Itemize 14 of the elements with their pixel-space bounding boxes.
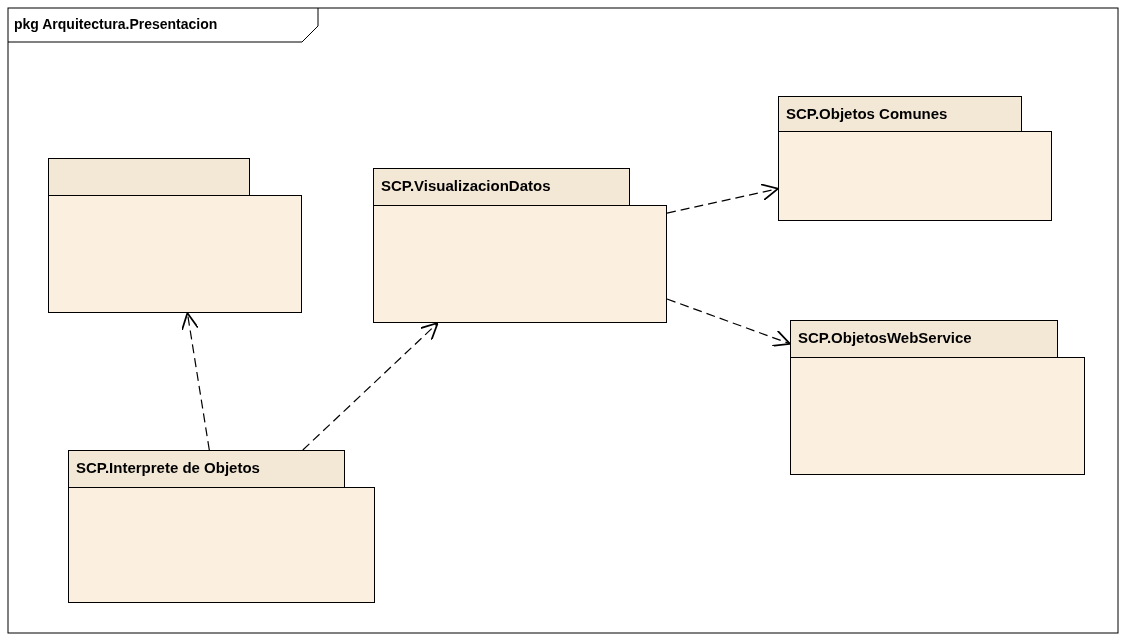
package-folder: [778, 96, 1052, 221]
package-folder: [68, 450, 375, 603]
frame-title: pkg Arquitectura.Presentacion: [14, 16, 218, 32]
dependency-arrow: [666, 298, 791, 347]
package-name: SCP.ObjetosWebService: [798, 329, 972, 346]
package-name: SCP.Objetos Comunes: [786, 105, 948, 122]
dependency-arrow: [666, 183, 779, 214]
package-name: SCP.VisualizacionDatos: [381, 177, 551, 194]
package-name: SCP.Interprete de Objetos: [76, 459, 260, 476]
dependency-arrow: [181, 312, 210, 451]
dependency-arrow: [302, 322, 439, 451]
package-folder: [790, 320, 1085, 475]
package-folder: [48, 158, 302, 313]
package-folder: [373, 168, 667, 323]
